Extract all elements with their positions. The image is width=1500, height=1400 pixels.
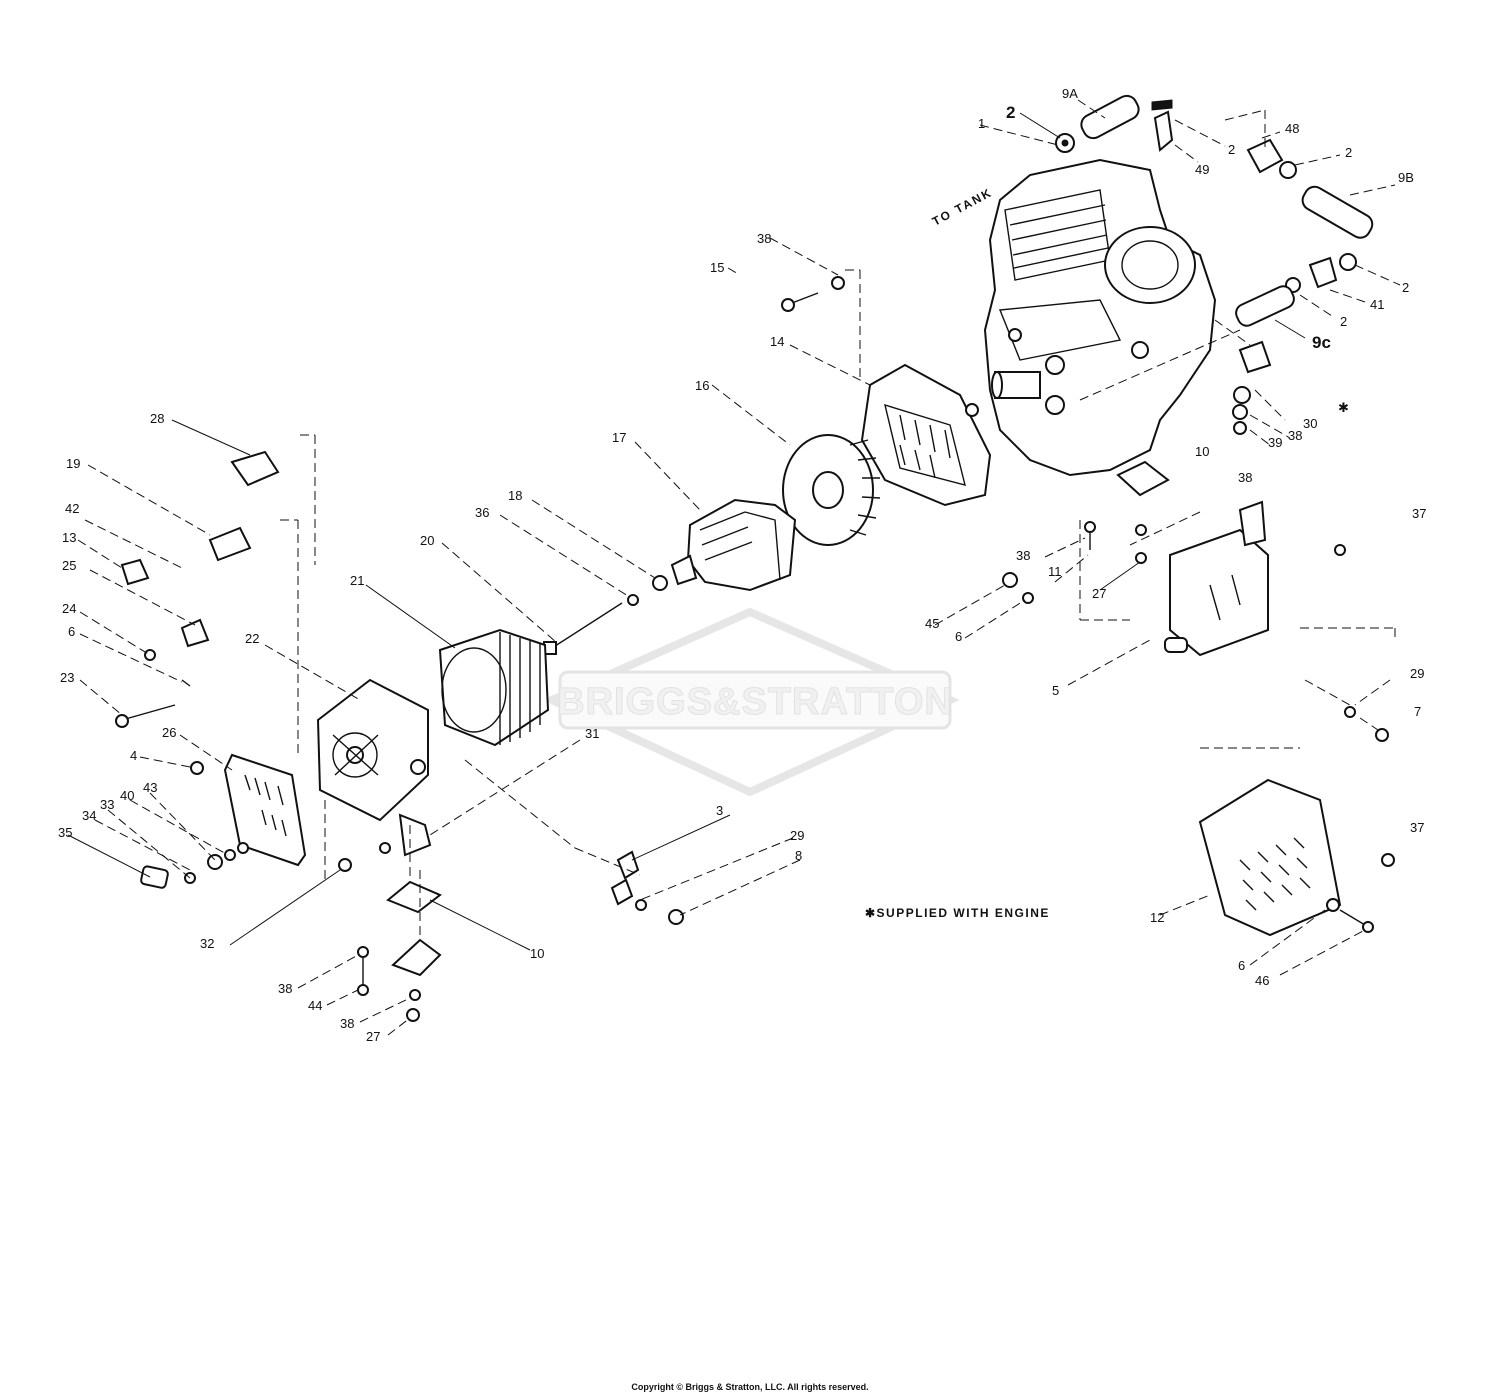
callout-13: 13 — [62, 530, 76, 545]
callout-37a: 37 — [1412, 506, 1426, 521]
callout-10a: 10 — [1195, 444, 1209, 459]
callout-2b: 2 — [1228, 142, 1235, 157]
callout-44: 44 — [308, 998, 322, 1013]
callout-22: 22 — [245, 631, 259, 646]
watermark-text: BRIGGS&STRATTON — [557, 681, 953, 723]
callout-5: 5 — [1052, 683, 1059, 698]
supplied-with-engine-note: ✱SUPPLIED WITH ENGINE — [865, 906, 1050, 920]
callout-15: 15 — [710, 260, 724, 275]
callout-11: 11 — [1048, 564, 1062, 579]
control-parts — [120, 450, 280, 687]
stator — [438, 628, 550, 747]
callout-38c: 38 — [757, 231, 771, 246]
fuel-line-parts — [1055, 94, 1374, 435]
callout-6b: 6 — [955, 629, 962, 644]
blower-housing — [860, 363, 992, 507]
callout-14: 14 — [770, 334, 784, 349]
callout-33: 33 — [100, 797, 114, 812]
callout-9a: 9A — [1062, 86, 1078, 101]
callout-19: 19 — [66, 456, 80, 471]
callout-49: 49 — [1195, 162, 1209, 177]
callout-32: 32 — [200, 936, 214, 951]
copyright-notice: Copyright © Briggs & Stratton, LLC. All … — [631, 1382, 869, 1392]
callout-38a: 38 — [1288, 428, 1302, 443]
end-bell — [316, 678, 432, 857]
callout-9c: 9c — [1312, 333, 1331, 352]
callout-34: 34 — [82, 808, 96, 823]
callout-star: ✱ — [1338, 400, 1349, 415]
thru-bolt — [543, 594, 639, 655]
callout-2a: 2 — [1006, 103, 1015, 122]
callout-31: 31 — [585, 726, 599, 741]
callout-36: 36 — [475, 505, 489, 520]
callout-39: 39 — [1268, 435, 1282, 450]
callout-4: 4 — [130, 748, 137, 763]
callout-26: 26 — [162, 725, 176, 740]
mount-bracket-lower — [357, 880, 442, 1022]
to-tank-label: TO TANK — [930, 185, 995, 228]
callout-42: 42 — [65, 501, 79, 516]
callout-9b: 9B — [1398, 170, 1414, 185]
callout-30: 30 — [1303, 416, 1317, 431]
callout-38e: 38 — [278, 981, 292, 996]
callout-2d: 2 — [1402, 280, 1409, 295]
callout-23: 23 — [60, 670, 74, 685]
callout-18: 18 — [508, 488, 522, 503]
callout-41: 41 — [1370, 297, 1384, 312]
callout-27b: 27 — [366, 1029, 380, 1044]
callout-43: 43 — [143, 780, 157, 795]
callout-3: 3 — [716, 803, 723, 818]
callout-27a: 27 — [1092, 586, 1106, 601]
callout-45: 45 — [925, 616, 939, 631]
callout-6a: 6 — [68, 624, 75, 639]
callout-25: 25 — [62, 558, 76, 573]
muffler-guard — [1198, 778, 1374, 937]
callout-7: 7 — [1414, 704, 1421, 719]
ground-parts — [610, 850, 684, 925]
callout-8: 8 — [795, 848, 802, 863]
callout-1: 1 — [978, 116, 985, 131]
callout-35: 35 — [58, 825, 72, 840]
callout-10b: 10 — [530, 946, 544, 961]
callout-2e: 2 — [1340, 314, 1347, 329]
callout-38d: 38 — [1016, 548, 1030, 563]
callout-16: 16 — [695, 378, 709, 393]
end-cover — [223, 753, 307, 867]
callout-21: 21 — [350, 573, 364, 588]
callout-46: 46 — [1255, 973, 1269, 988]
callout-6c: 6 — [1238, 958, 1245, 973]
callout-20: 20 — [420, 533, 434, 548]
callout-48: 48 — [1285, 121, 1299, 136]
left-fasteners — [115, 704, 391, 889]
muffler — [1116, 460, 1269, 657]
callout-2c: 2 — [1345, 145, 1352, 160]
right-fasteners — [781, 276, 1395, 867]
callout-17: 17 — [612, 430, 626, 445]
callout-24: 24 — [62, 601, 76, 616]
callout-29b: 29 — [1410, 666, 1424, 681]
callout-labels: 1 2 9A 2 49 48 2 9B 2 41 2 9c ✱ 30 38 39… — [58, 86, 1426, 1044]
callout-12: 12 — [1150, 910, 1164, 925]
fan — [782, 434, 881, 546]
rotor — [652, 498, 797, 592]
callout-29a: 29 — [790, 828, 804, 843]
callout-38f: 38 — [340, 1016, 354, 1031]
engine-block — [983, 158, 1217, 477]
callout-28: 28 — [150, 411, 164, 426]
callout-37b: 37 — [1410, 820, 1424, 835]
briggs-stratton-watermark: BRIGGS&STRATTON — [542, 607, 960, 797]
leader-lines — [67, 99, 1401, 1036]
callout-38b: 38 — [1238, 470, 1252, 485]
callout-40: 40 — [120, 788, 134, 803]
